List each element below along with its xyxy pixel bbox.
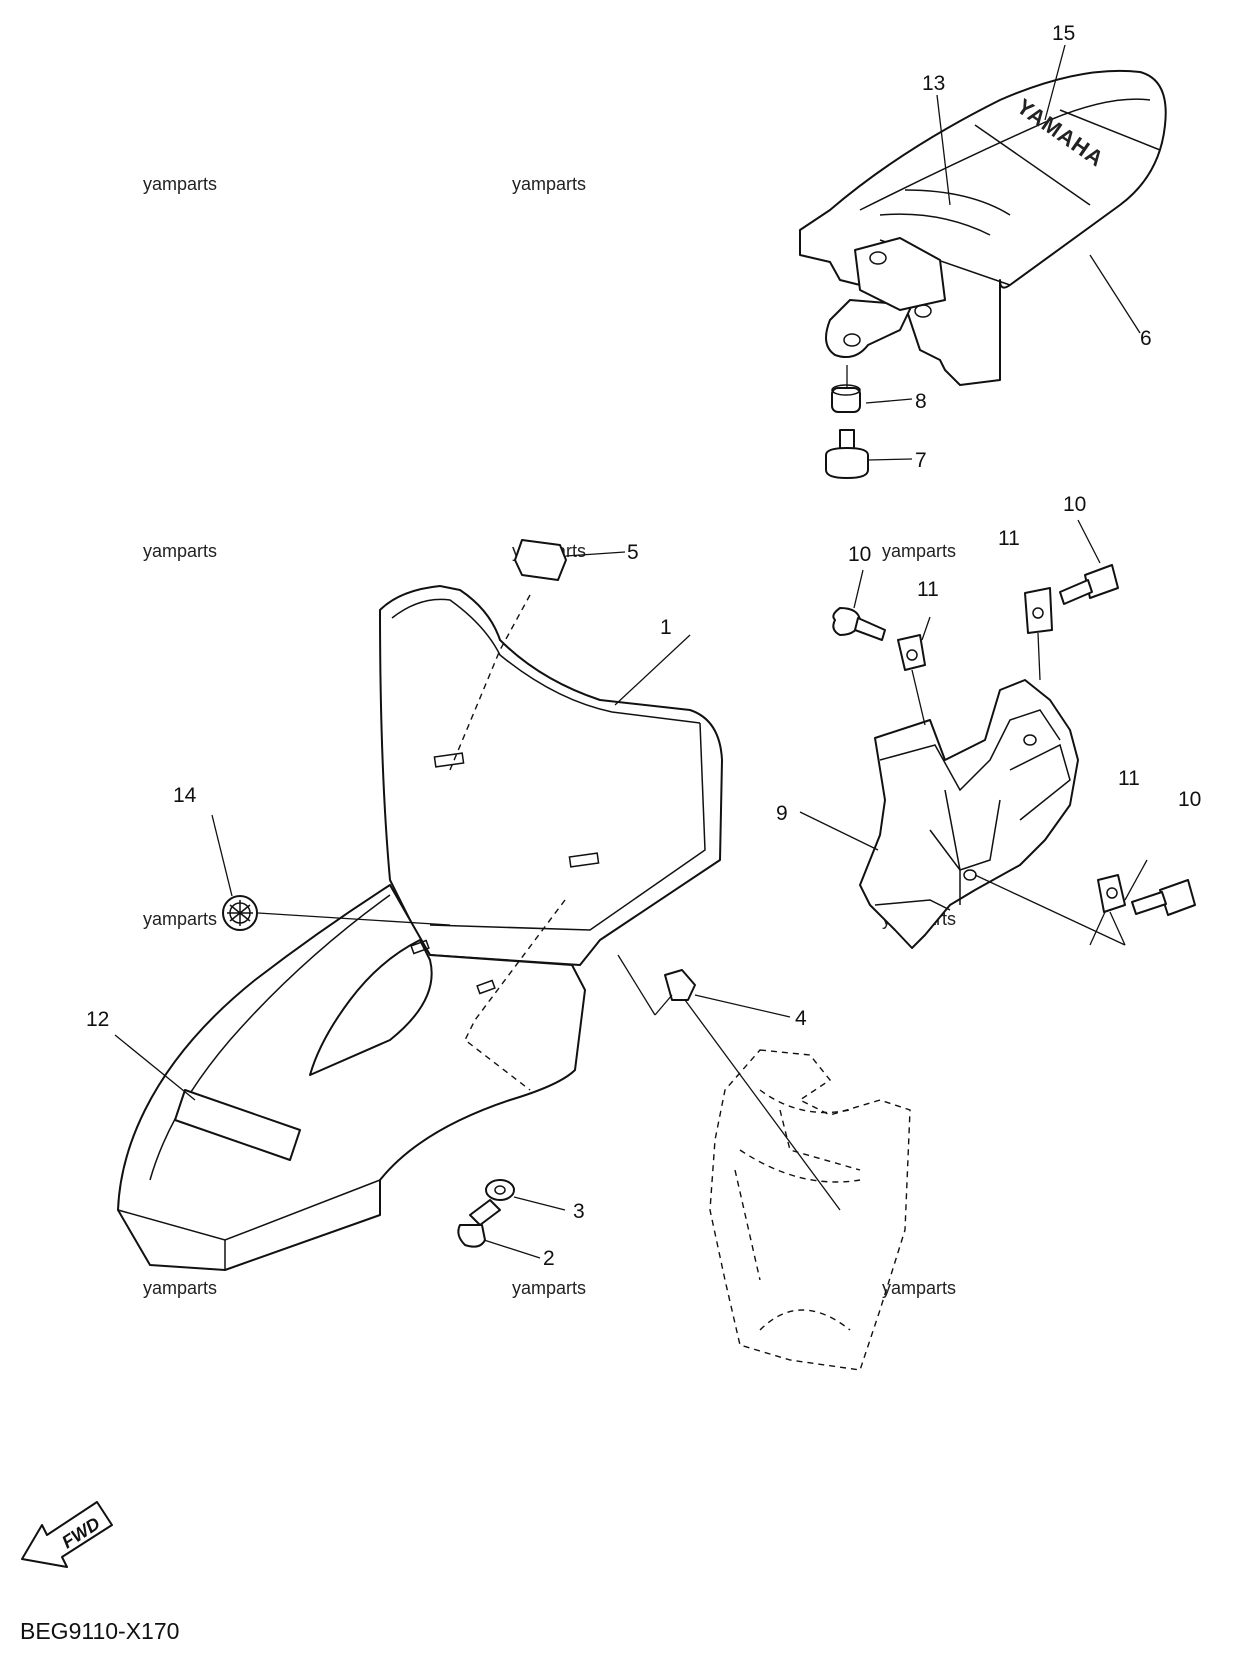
watermark: yamparts [882,1278,956,1298]
bracket-part [799,679,1079,949]
rear-cowl-part: YAMAHA [799,69,1167,386]
watermark: yamparts [512,1278,586,1298]
callout-2: 2 [543,1247,555,1270]
bracket-fasteners [832,564,1196,946]
callout-6: 6 [1140,327,1152,350]
callout-11-left: 11 [917,578,939,601]
callout-11-top: 11 [998,527,1020,550]
callout-12: 12 [86,1008,109,1031]
callouts: 15 13 6 8 7 5 1 14 12 4 3 2 9 10 10 10 1… [86,22,1201,1270]
callout-13: 13 [922,72,945,95]
callout-10-top-right: 10 [1063,493,1086,516]
callout-14: 14 [173,784,197,807]
watermark: yamparts [143,1278,217,1298]
callout-3: 3 [573,1200,585,1223]
watermark: yamparts [143,174,217,194]
callout-7: 7 [915,449,927,472]
emblem-part [222,895,451,931]
front-cowl-part [117,594,586,1271]
watermark: yamparts [143,541,217,561]
drawing-code: BEG9110-X170 [20,1618,179,1644]
front-fasteners [457,1179,566,1259]
watermark: yamparts [512,174,586,194]
watermark: yamparts [882,541,956,561]
callout-8: 8 [915,390,927,413]
callout-10-right: 10 [1178,788,1201,811]
callout-1: 1 [660,616,672,639]
callout-11-right: 11 [1118,767,1140,790]
windshield-part [379,585,723,966]
leader-lines [114,44,1141,1101]
callout-5: 5 [627,541,639,564]
grommet-part [514,539,626,581]
callout-15: 15 [1052,22,1075,45]
callout-9: 9 [776,802,788,825]
callout-4: 4 [795,1007,807,1030]
watermark: yamparts [143,909,217,929]
fwd-arrow-icon: FWD [21,1501,113,1568]
callout-10-top-left: 10 [848,543,871,566]
inner-panel-part [617,954,911,1371]
rear-fasteners [825,365,913,479]
